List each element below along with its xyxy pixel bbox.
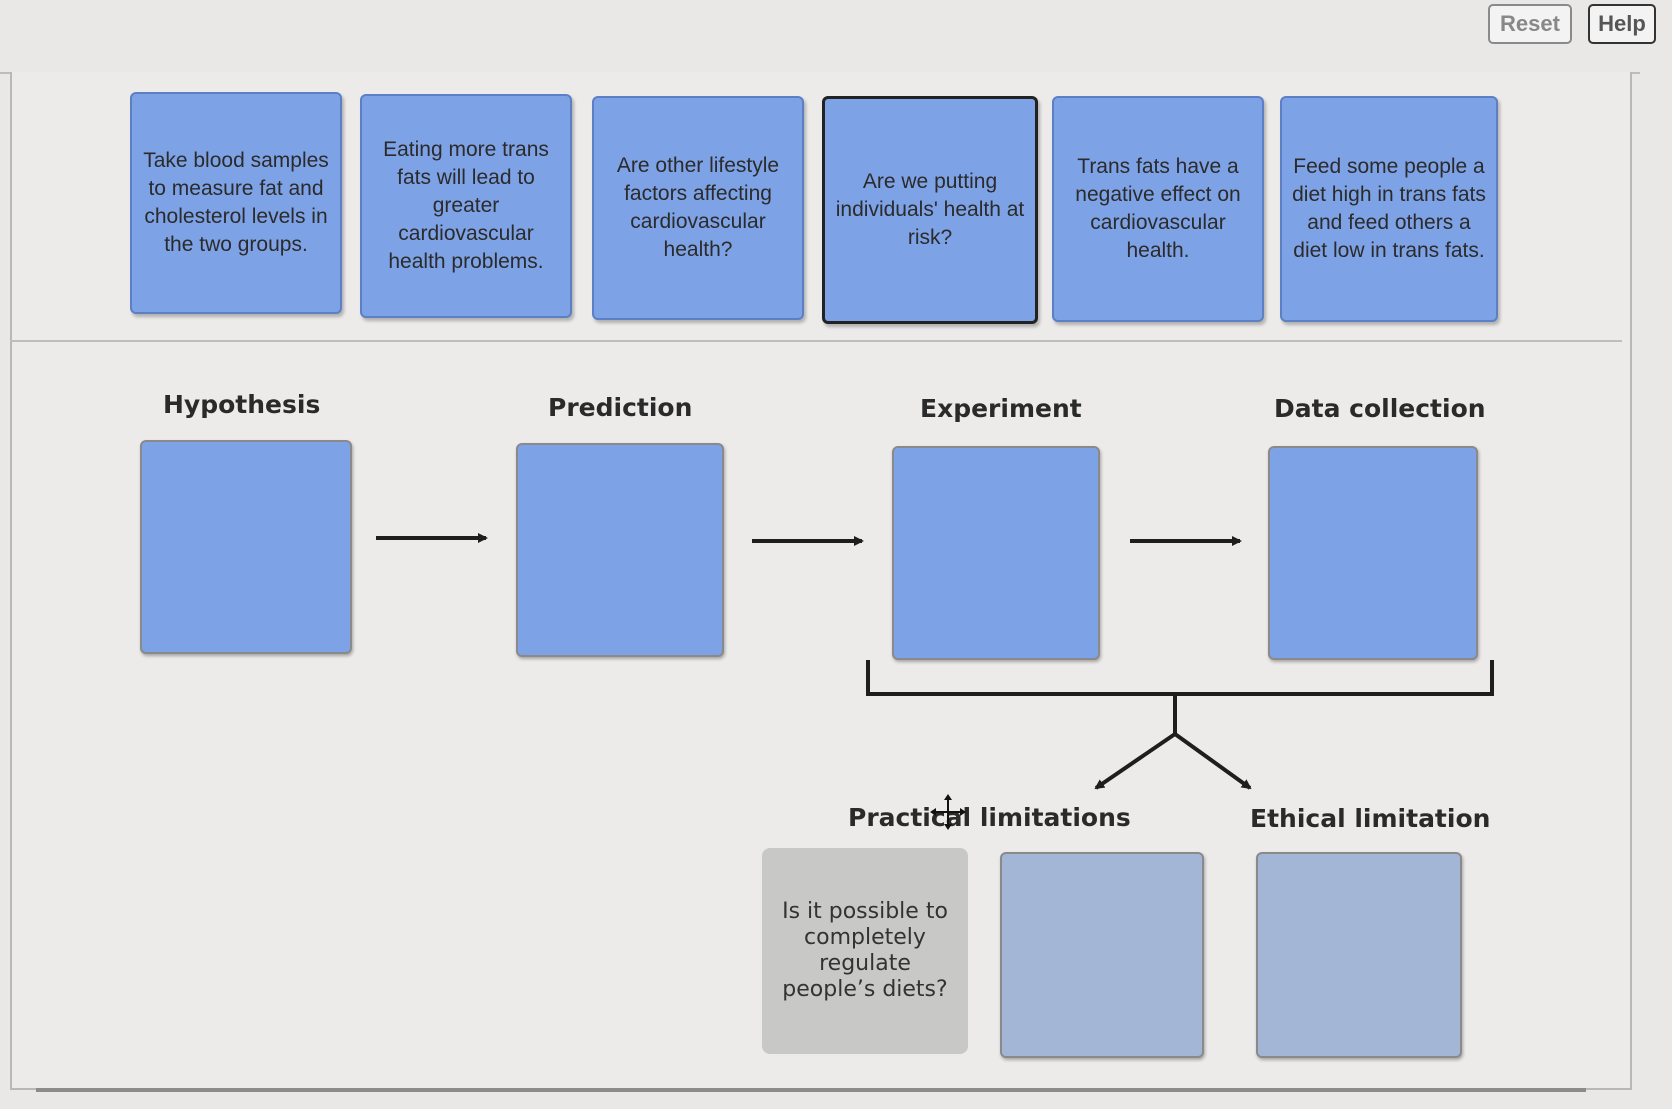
stage-label-prediction: Prediction bbox=[548, 393, 693, 422]
draggable-card-selected[interactable]: Are we putting individuals' health at ri… bbox=[822, 96, 1038, 324]
draggable-card[interactable]: Are other lifestyle factors affecting ca… bbox=[592, 96, 804, 320]
drop-slot-practical-limitations[interactable] bbox=[1000, 852, 1204, 1058]
stage-label-ethical-limitation: Ethical limitation bbox=[1250, 804, 1491, 833]
practical-limitation-example-card: Is it possible to completely regulate pe… bbox=[762, 848, 968, 1054]
help-button[interactable]: Help bbox=[1588, 4, 1656, 44]
draggable-card[interactable]: Take blood samples to measure fat and ch… bbox=[130, 92, 342, 314]
drop-slot-data-collection[interactable] bbox=[1268, 446, 1478, 660]
drop-slot-prediction[interactable] bbox=[516, 443, 724, 657]
stage-label-hypothesis: Hypothesis bbox=[163, 390, 321, 419]
draggable-card[interactable]: Trans fats have a negative effect on car… bbox=[1052, 96, 1264, 322]
panel-bottom-shadow bbox=[36, 1088, 1586, 1092]
drop-slot-hypothesis[interactable] bbox=[140, 440, 352, 654]
stage-label-data-collection: Data collection bbox=[1274, 394, 1486, 423]
reset-button[interactable]: Reset bbox=[1488, 4, 1572, 44]
card-bank-divider bbox=[10, 340, 1622, 342]
drop-slot-ethical-limitation[interactable] bbox=[1256, 852, 1462, 1058]
draggable-card[interactable]: Eating more trans fats will lead to grea… bbox=[360, 94, 572, 318]
stage-label-practical-limitations: Practical limitations bbox=[848, 803, 1131, 832]
stage-label-experiment: Experiment bbox=[920, 394, 1082, 423]
draggable-card[interactable]: Feed some people a diet high in trans fa… bbox=[1280, 96, 1498, 322]
drop-slot-experiment[interactable] bbox=[892, 446, 1100, 660]
